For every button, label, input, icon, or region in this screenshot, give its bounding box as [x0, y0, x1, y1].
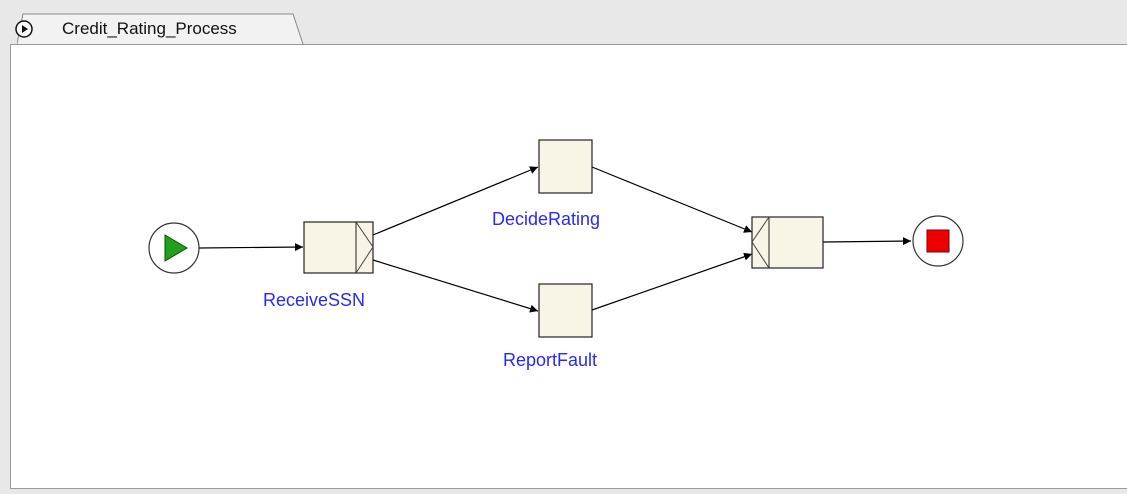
edge-report-to-join[interactable] [591, 252, 753, 311]
edge-decide-to-join[interactable] [591, 166, 753, 233]
stop-icon [926, 229, 950, 253]
tab-bar: Credit_Rating_Process [0, 0, 1127, 44]
edges [198, 166, 912, 313]
end-event[interactable] [912, 215, 964, 267]
activity-receivessn[interactable] [303, 221, 374, 274]
split-gateway-icon [355, 221, 374, 274]
edge-receive-to-decide[interactable] [372, 166, 539, 236]
start-event[interactable] [148, 222, 200, 274]
label-receivessn: ReceiveSSN [263, 290, 365, 310]
activity-reportfault[interactable] [538, 283, 593, 338]
play-circle-icon [15, 20, 33, 38]
process-diagram: ReceiveSSN DecideRating ReportFault [148, 139, 964, 370]
edge-join-to-end[interactable] [822, 237, 912, 246]
edge-start-to-receive[interactable] [198, 243, 304, 252]
label-reportfault: ReportFault [503, 350, 597, 370]
edge-receive-to-report[interactable] [372, 259, 539, 313]
tab-title: Credit_Rating_Process [62, 19, 237, 38]
play-icon [164, 234, 188, 262]
activity-deciderating[interactable] [538, 139, 593, 194]
join-gateway-icon [751, 216, 770, 269]
label-deciderating: DecideRating [492, 209, 600, 229]
activity-join[interactable] [751, 216, 824, 269]
process-canvas[interactable]: ReceiveSSN DecideRating ReportFault [10, 44, 1127, 489]
